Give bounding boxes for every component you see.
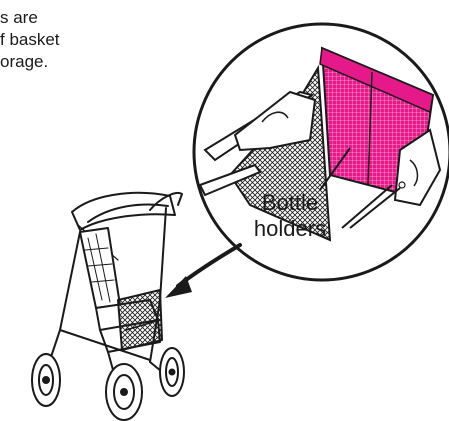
front-wheel	[32, 354, 60, 406]
callout-label-line-1: Bottle	[240, 190, 340, 216]
rear-wheel	[106, 364, 142, 420]
rear-wheel	[160, 348, 184, 396]
stroller	[32, 193, 184, 420]
callout-label-line-2: holders	[240, 216, 340, 242]
callout-arrow	[165, 245, 240, 298]
